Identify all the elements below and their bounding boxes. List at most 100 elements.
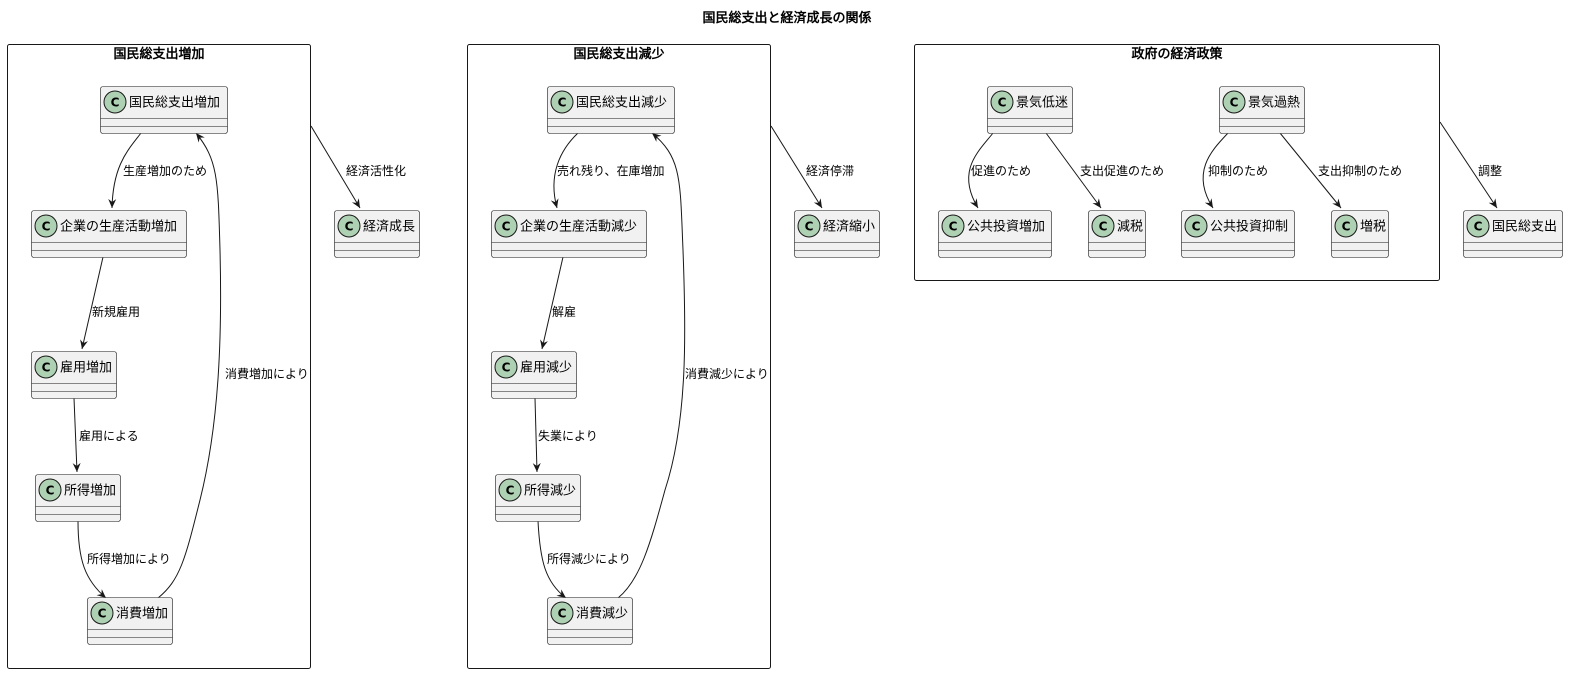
class-icon: [550, 601, 574, 625]
class-icon: [34, 355, 58, 379]
svg-text:C: C: [558, 607, 567, 621]
class-name: 景気低迷: [1016, 95, 1068, 111]
svg-text:C: C: [558, 96, 567, 110]
class-name: 所得増加: [64, 483, 116, 499]
class-icon: [337, 214, 361, 238]
class-icon: [1091, 214, 1115, 238]
svg-text:C: C: [502, 361, 511, 375]
class-icon: [90, 601, 114, 625]
class-name: 国民総支出増加: [129, 96, 220, 111]
class-name: 企業の生産活動減少: [520, 219, 637, 235]
edge-label: 消費減少により: [685, 366, 769, 381]
class-icon: [494, 355, 518, 379]
class-overheat: C 景気過熱: [1219, 86, 1305, 134]
edge-label: 支出促進のため: [1080, 164, 1164, 178]
edge-label: 解雇: [552, 304, 576, 319]
svg-text:C: C: [1342, 220, 1351, 234]
class-icon: [1466, 214, 1490, 238]
svg-text:C: C: [1192, 220, 1201, 234]
edge-label: 支出抑制のため: [1318, 163, 1402, 178]
class-employment-decrease: C 雇用減少: [491, 351, 577, 399]
class-icon: [550, 90, 574, 114]
diagram-title: 国民総支出と経済成長の関係: [702, 10, 871, 26]
class-public-investment-increase: C 公共投資増加: [938, 210, 1052, 258]
class-consumption-increase: C 消費増加: [87, 597, 173, 645]
class-tax-increase: C 増税: [1331, 210, 1389, 258]
edge-prod-down-to-emp-down: [540, 256, 564, 350]
class-production-decrease: C 企業の生産活動減少: [491, 210, 647, 258]
class-name: 消費増加: [116, 607, 168, 622]
edge-label: 調整: [1478, 163, 1502, 178]
class-income-increase: C 所得増加: [35, 474, 121, 522]
edge-recession-to-invest-up: [968, 132, 994, 209]
class-gne: C 国民総支出: [1463, 210, 1563, 258]
edge-gne-down-to-prod-down: [550, 132, 579, 209]
class-icon: [1184, 214, 1208, 238]
edge-cons-up-to-gne-up: [157, 132, 222, 599]
class-icon: [941, 214, 965, 238]
svg-text:C: C: [345, 220, 354, 234]
edge-label: 新規雇用: [92, 304, 140, 319]
class-name: 減税: [1117, 219, 1143, 235]
edge-label: 抑制のため: [1208, 163, 1268, 178]
edge-label: 失業により: [538, 428, 598, 443]
edge-label: 経済活性化: [346, 163, 406, 178]
edge-recession-to-tax-cut: [1045, 132, 1102, 209]
edge-prod-up-to-emp-up: [80, 256, 104, 350]
svg-text:C: C: [46, 484, 55, 498]
class-name: 経済成長: [363, 219, 415, 235]
class-gne-decrease: C 国民総支出減少: [547, 86, 675, 134]
edge-emp-down-to-inc-down: [532, 397, 541, 473]
class-public-investment-restraint: C 公共投資抑制: [1181, 210, 1295, 258]
class-gne-increase: C 国民総支出増加: [100, 86, 228, 134]
edge-overheat-to-tax-up: [1279, 132, 1342, 209]
class-name: 公共投資増加: [967, 219, 1045, 235]
svg-text:C: C: [1474, 220, 1483, 234]
edge-overheat-to-invest-down: [1202, 132, 1229, 209]
class-icon: [38, 478, 62, 502]
edge-label: 生産増加のため: [123, 163, 207, 178]
edge-cons-down-to-gne-down: [617, 132, 686, 599]
edge-inc-down-to-cons-down: [537, 520, 567, 599]
class-icon: [498, 478, 522, 502]
class-icon: [797, 214, 821, 238]
edge-inc-up-to-cons-up: [77, 520, 107, 599]
class-name: 消費減少: [576, 606, 628, 622]
class-name: 国民総支出: [1492, 220, 1557, 235]
svg-text:C: C: [805, 220, 814, 234]
edge-label: 売れ残り、在庫増加: [557, 163, 665, 178]
class-economic-shrink: C 経済縮小: [794, 210, 880, 258]
class-economic-growth: C 経済成長: [334, 210, 420, 258]
class-name: 所得減少: [524, 483, 576, 499]
class-employment-increase: C 雇用増加: [31, 351, 117, 399]
class-production-increase: C 企業の生産活動増加: [31, 210, 187, 258]
edge-label: 経済停滞: [806, 163, 854, 178]
class-icon: [990, 90, 1014, 114]
edge-policy-to-gne: [1439, 121, 1498, 209]
svg-text:C: C: [506, 484, 515, 498]
class-income-decrease: C 所得減少: [495, 474, 581, 522]
svg-text:C: C: [1099, 220, 1108, 234]
package-title: 政府の経済政策: [1131, 46, 1223, 62]
class-icon: [494, 214, 518, 238]
class-icon: [1334, 214, 1358, 238]
svg-text:C: C: [998, 96, 1007, 110]
edge-label: 消費増加により: [225, 366, 309, 381]
svg-text:C: C: [111, 96, 120, 110]
edge-label: 所得減少により: [547, 551, 631, 566]
package-title: 国民総支出減少: [573, 46, 664, 62]
class-name: 公共投資抑制: [1210, 219, 1288, 235]
class-name: 雇用増加: [60, 360, 112, 376]
svg-text:C: C: [98, 607, 107, 621]
edge-gne-down-to-shrink: [770, 125, 823, 209]
class-consumption-decrease: C 消費減少: [547, 597, 633, 645]
class-name: 企業の生産活動増加: [60, 219, 177, 235]
edge-label: 雇用による: [79, 428, 139, 443]
edge-emp-up-to-inc-up: [72, 397, 81, 473]
class-name: 雇用減少: [520, 360, 572, 376]
svg-text:C: C: [1230, 96, 1239, 110]
class-name: 景気過熱: [1248, 95, 1300, 111]
class-icon: [103, 90, 127, 114]
edge-label: 促進のため: [971, 164, 1031, 178]
